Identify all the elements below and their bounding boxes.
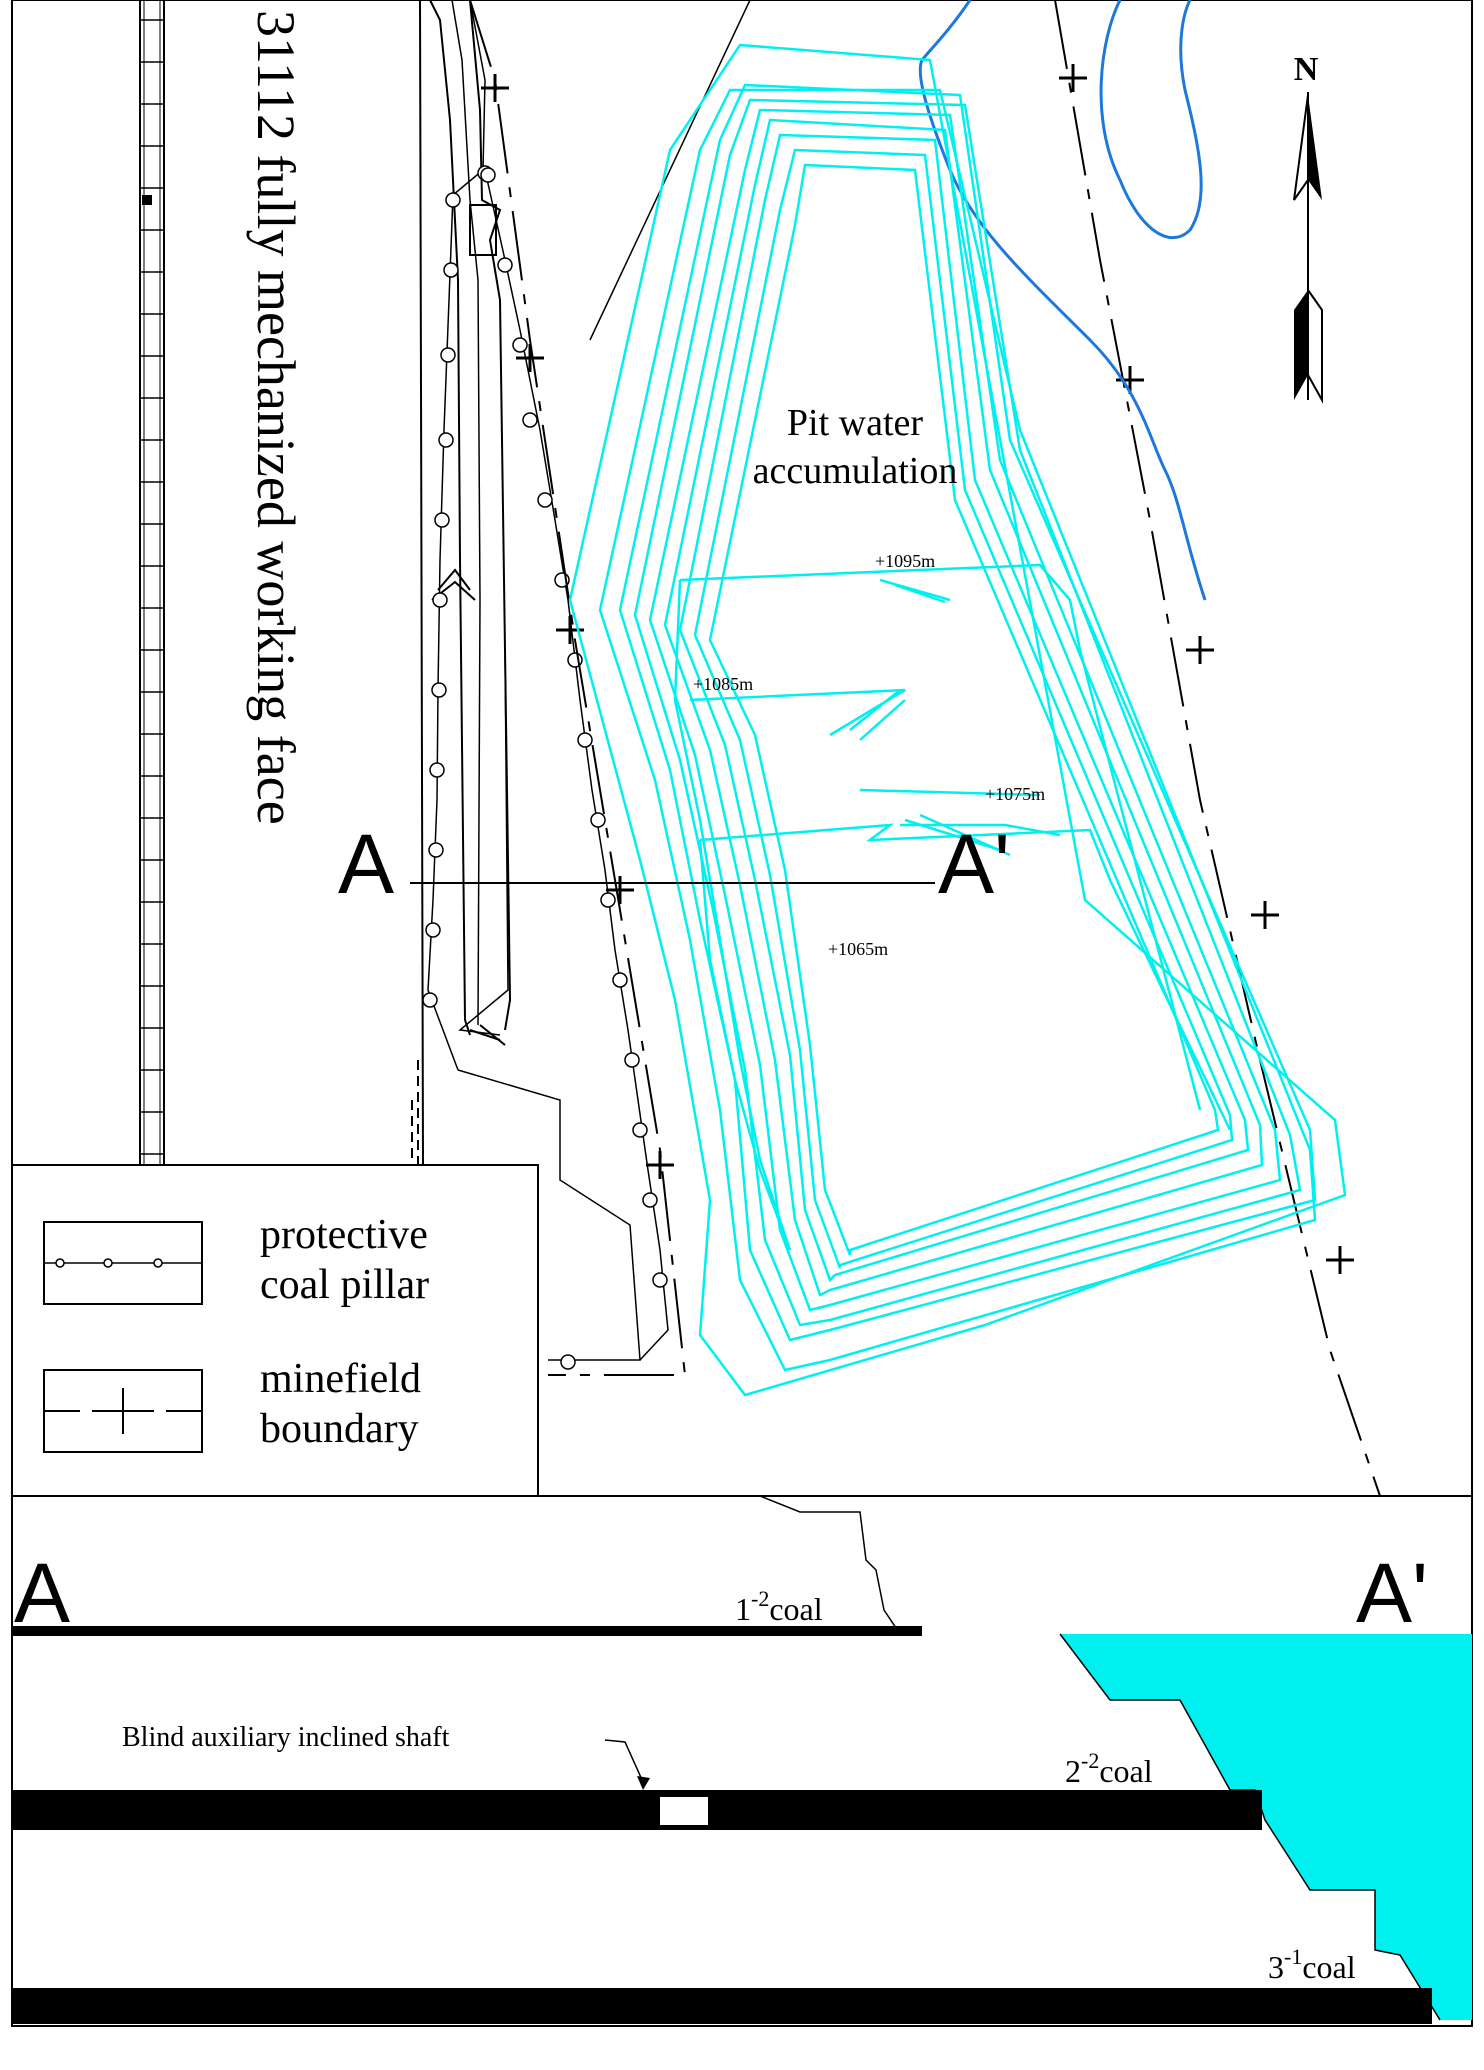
pillar-marker [590, 812, 606, 828]
contour-label-1095: +1095m [875, 551, 935, 571]
pillar-marker [512, 337, 528, 353]
pillar-marker [522, 412, 538, 428]
roadway-ladder [139, 0, 165, 1166]
north-arrow-icon: N [1293, 51, 1323, 404]
pillar-marker [445, 192, 461, 208]
pillar-line-right [484, 169, 669, 1361]
coal-seam-3-1 [12, 1988, 1432, 2024]
contour-label-1085: +1085m [693, 674, 753, 694]
coal-seam-2-2 [12, 1790, 1262, 1830]
section-end-label-plan: A' [938, 817, 1010, 911]
minefield-boundary-left [469, 0, 687, 1376]
pillar-marker [434, 512, 450, 528]
pillar-marker [577, 732, 593, 748]
shaft-label: Blind auxiliary inclined shaft [122, 1722, 450, 1753]
plan-view: 31112 fully mechanized working face [11, 0, 1473, 1497]
pillar-marker [612, 972, 628, 988]
pillar-marker [428, 842, 444, 858]
coal-seam-1-2 [12, 1626, 922, 1636]
blind-auxiliary-inclined-shaft [660, 1797, 708, 1825]
shaft-leader-line [604, 1739, 644, 1783]
pillar-lower-branch [457, 1069, 641, 1361]
river [918, 0, 1207, 601]
pillar-marker [652, 1272, 668, 1288]
north-label: N [1294, 51, 1319, 88]
seam-label-1-2: 1-2coal [735, 1586, 823, 1627]
contour-label-1075: +1075m [985, 784, 1045, 804]
minefield-boundary-right [1054, 0, 1381, 1497]
pillar-marker [632, 1122, 648, 1138]
pillar-marker [431, 682, 447, 698]
contour-label-1065: +1065m [828, 939, 888, 959]
pillar-marker [642, 1192, 658, 1208]
pillar-marker [443, 262, 459, 278]
section-start-label: A [14, 1546, 70, 1640]
pillar-marker [438, 432, 454, 448]
pillar-marker [432, 592, 448, 608]
pillar-marker [600, 892, 616, 908]
pit-water-contours [568, 43, 1347, 1397]
section-start-label-plan: A [338, 817, 394, 911]
pillar-marker [429, 762, 445, 778]
equipment-mark [469, 1024, 506, 1046]
legend-boundary-line2: boundary [260, 1406, 419, 1452]
legend-pillar-line2: coal pillar [260, 1262, 429, 1308]
seam-label-2-2: 2-2coal [1065, 1748, 1153, 1789]
legend: protective coal pillar minefield boundar… [11, 1164, 539, 1497]
pillar-marker [422, 992, 438, 1008]
working-face-label: 31112 fully mechanized working face [246, 10, 306, 825]
seam-label-3-1: 3-1coal [1268, 1944, 1356, 1985]
pillar-marker [497, 257, 513, 273]
pillar-marker [440, 347, 456, 363]
pillar-marker [560, 1354, 576, 1370]
section-end-label: A' [1356, 1546, 1428, 1640]
pit-water-label-line1: Pit water [787, 402, 923, 444]
legend-frame [11, 1164, 539, 1497]
pillar-marker [425, 922, 441, 938]
pillar-marker [537, 492, 553, 508]
legend-boundary-line1: minefield [260, 1356, 421, 1402]
pillar-marker [480, 167, 496, 183]
section-water-body [920, 1634, 1472, 2020]
protective-coal-pillar-line [422, 0, 493, 1071]
pillar-marker [624, 1052, 640, 1068]
pit-water-label-line2: accumulation [753, 450, 958, 492]
legend-pillar-line1: protective [260, 1212, 428, 1258]
cross-section: Blind auxiliary inclined shaft 1-2coal 2… [11, 1495, 1473, 2027]
outcrop-line [589, 0, 751, 341]
